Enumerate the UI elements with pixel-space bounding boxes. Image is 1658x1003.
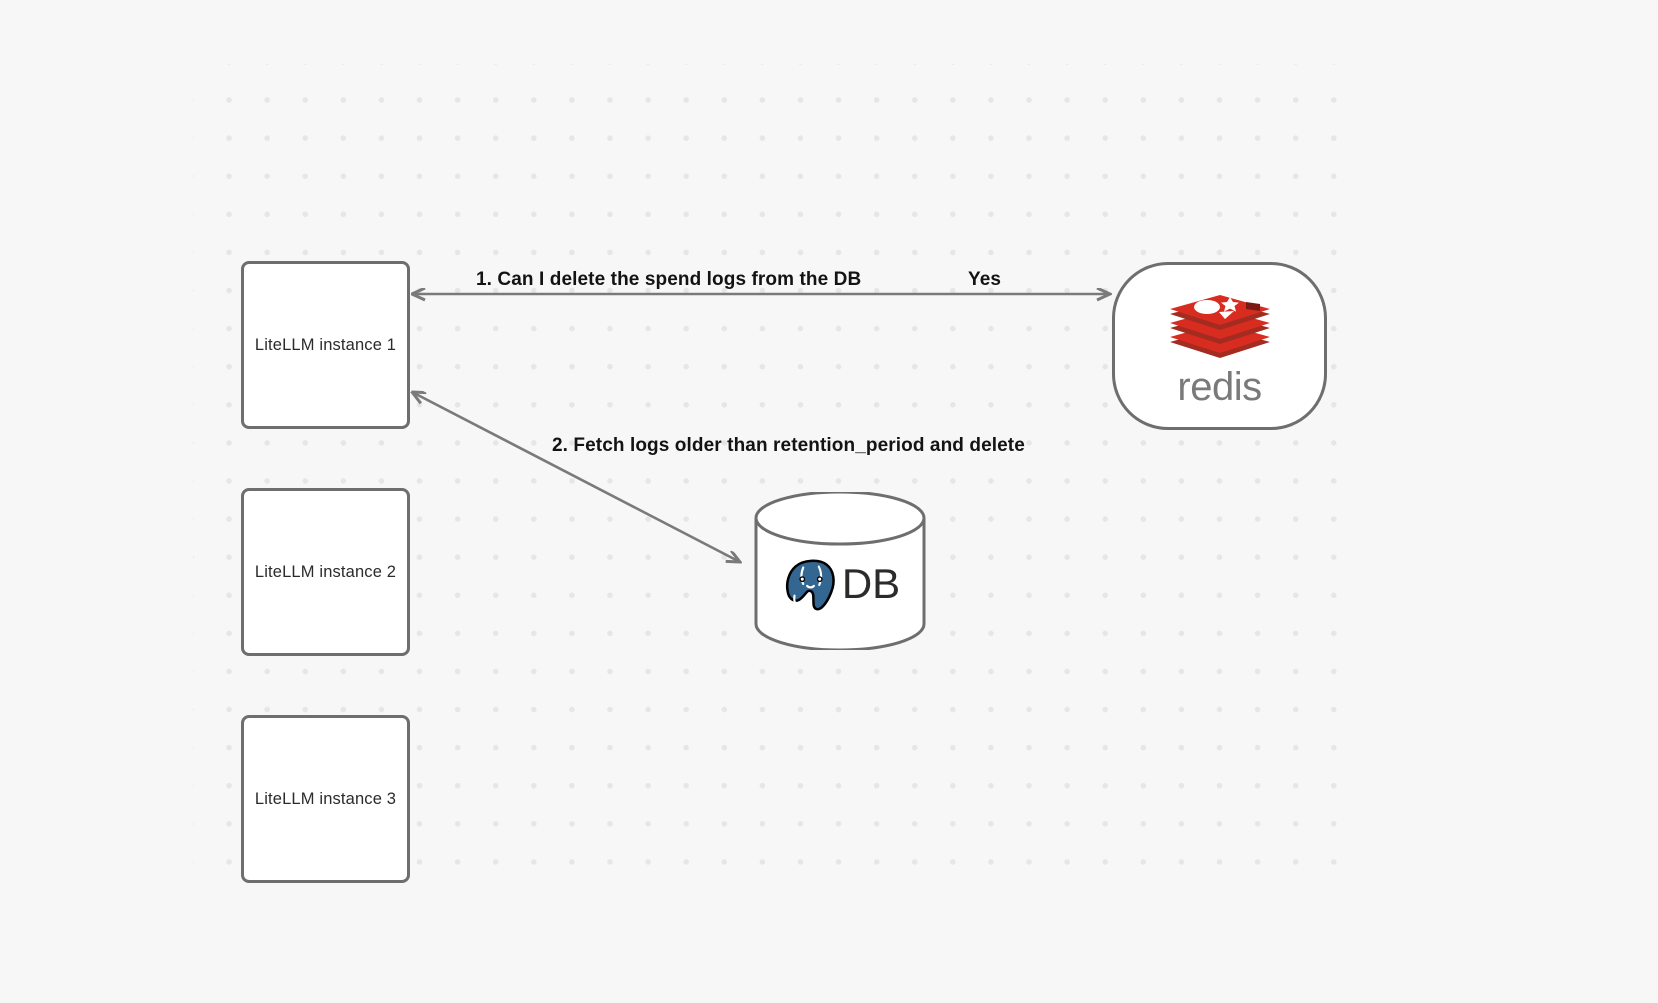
edge-label-step-2: 2. Fetch logs older than retention_perio… (552, 435, 1025, 456)
db-cylinder-shape (754, 492, 926, 650)
edge-label-step-1: 1. Can I delete the spend logs from the … (476, 269, 862, 290)
postgresql-elephant-icon (784, 557, 837, 613)
db-inner-content: DB (754, 492, 926, 650)
node-litellm-instance-1-label: LiteLLM instance 1 (254, 335, 397, 354)
node-litellm-instance-3-label: LiteLLM instance 3 (254, 789, 397, 808)
redis-wordmark: redis (1177, 364, 1262, 409)
edge-label-yes: Yes (968, 269, 1002, 290)
node-db[interactable]: DB (754, 492, 926, 650)
node-redis[interactable]: redis (1112, 262, 1327, 430)
node-litellm-instance-2[interactable]: LiteLLM instance 2 (241, 488, 410, 656)
node-litellm-instance-1[interactable]: LiteLLM instance 1 (241, 261, 410, 429)
redis-logo-icon (1169, 294, 1270, 358)
edge-db-to-litellm-1 (412, 392, 740, 562)
db-label: DB (841, 560, 901, 607)
node-litellm-instance-3[interactable]: LiteLLM instance 3 (241, 715, 410, 883)
node-litellm-instance-2-label: LiteLLM instance 2 (254, 562, 397, 581)
redis-logo-wrap: redis (1167, 288, 1273, 407)
